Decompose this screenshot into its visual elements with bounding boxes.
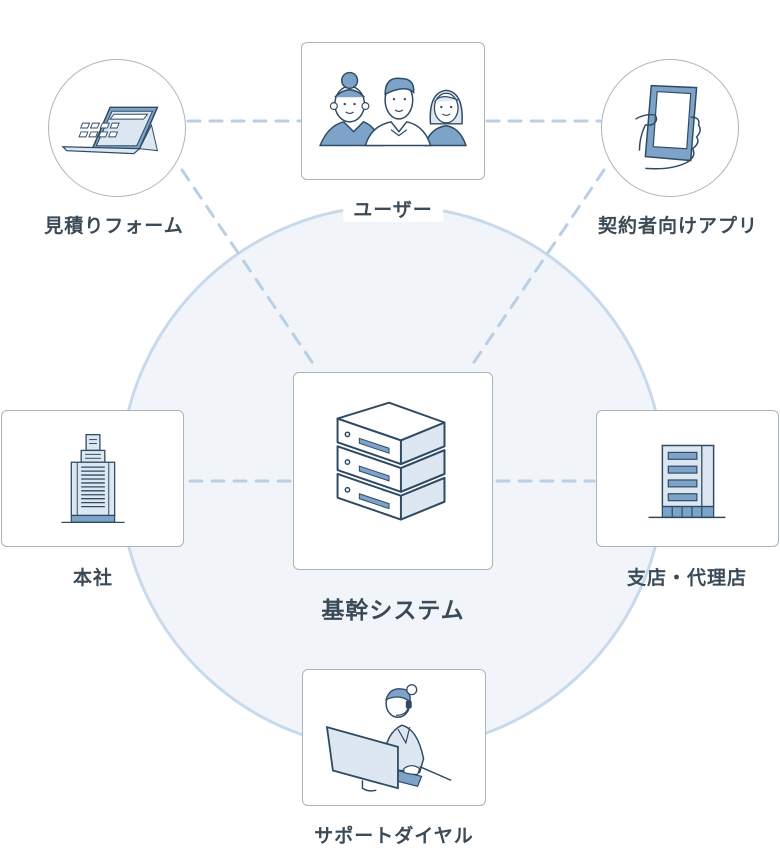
node-estimate-form	[48, 59, 186, 197]
server-stack-icon	[336, 401, 446, 521]
connector-app-center	[468, 168, 606, 370]
call-center-operator-icon	[325, 684, 452, 792]
label-core-system: 基幹システム	[321, 598, 465, 624]
label-branch-agency: 支店・代理店	[626, 567, 748, 589]
connector-estimate-center	[180, 168, 318, 370]
smartphone-hand-icon	[635, 84, 701, 170]
label-users: ユーザー	[343, 195, 443, 222]
node-support-dial	[302, 669, 486, 806]
node-core-system	[293, 372, 493, 570]
label-estimate-form: 見積りフォーム	[44, 215, 184, 237]
people-group-icon	[318, 71, 467, 147]
office-building-icon	[648, 444, 726, 519]
node-head-office	[1, 410, 184, 547]
node-branch-agency	[596, 410, 779, 547]
tablet-calculator-icon	[61, 106, 159, 155]
skyscraper-icon	[61, 434, 125, 523]
node-users	[301, 42, 485, 180]
label-head-office: 本社	[72, 567, 114, 589]
label-support-dial: サポートダイヤル	[314, 825, 474, 847]
node-contractor-app	[601, 59, 739, 197]
label-contractor-app: 契約者向けアプリ	[597, 215, 759, 237]
